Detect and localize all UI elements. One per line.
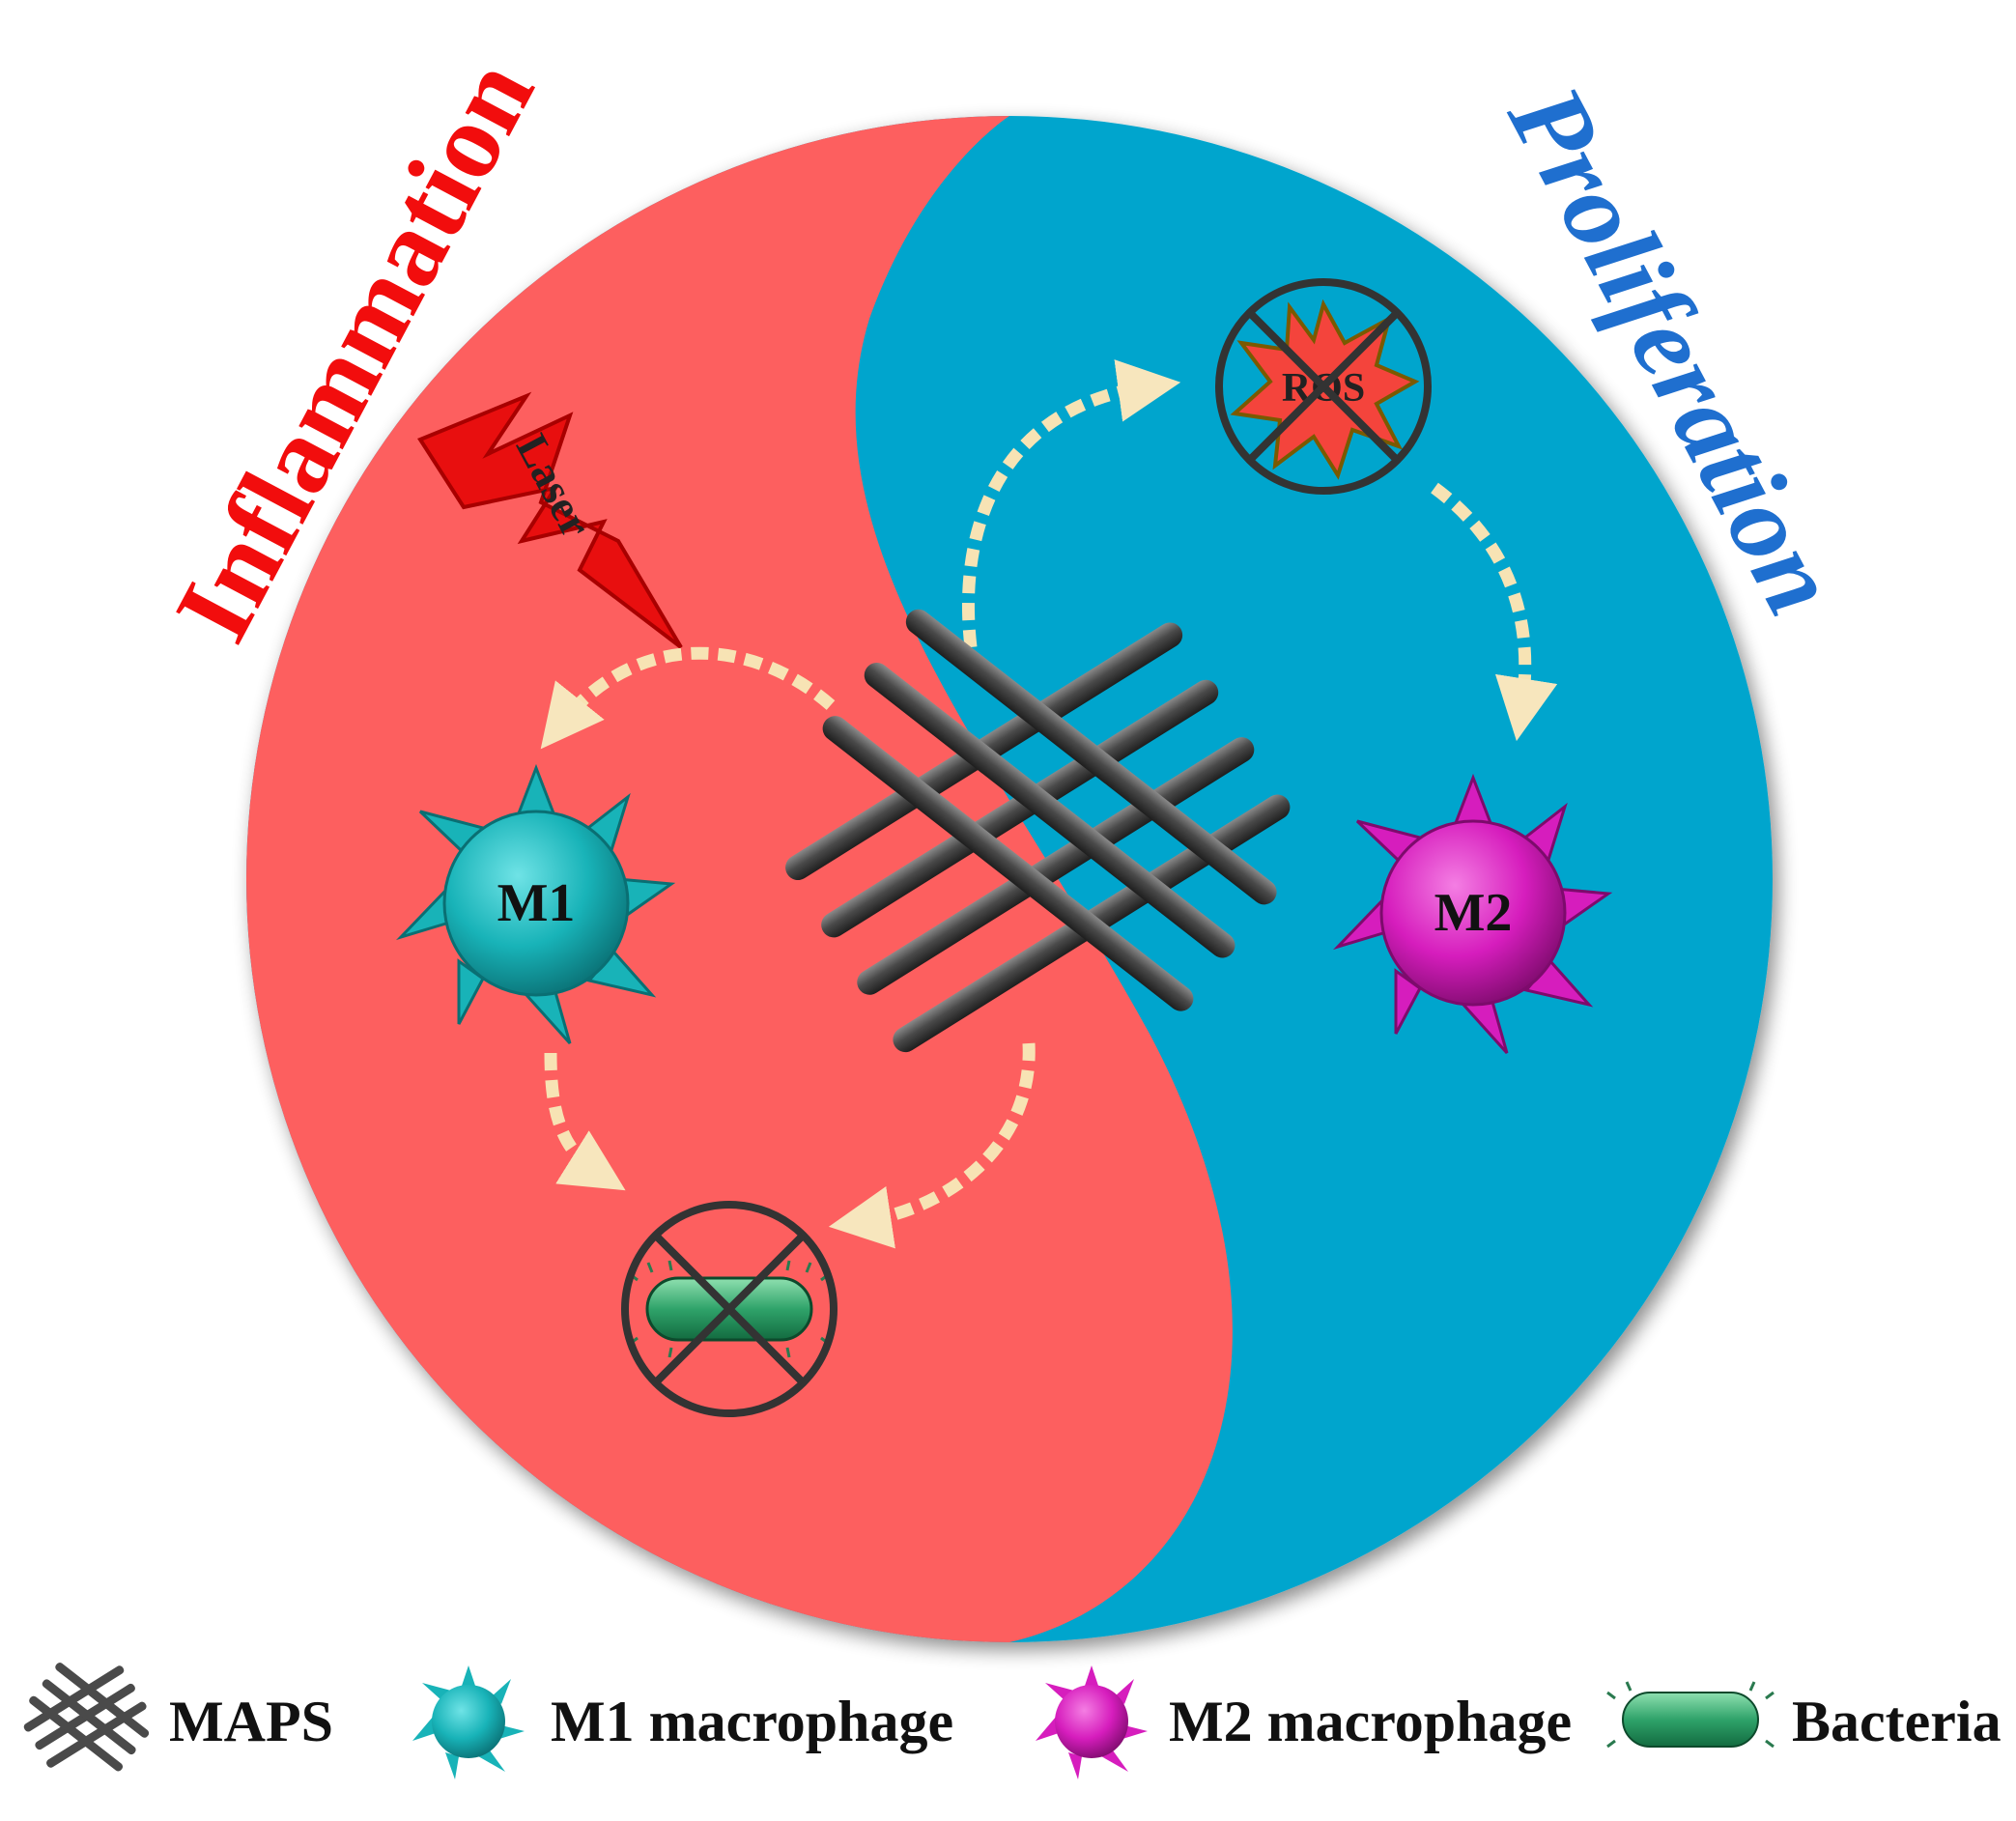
legend: MAPS M1 macrophage [23,1663,2002,1779]
flow-arrows [540,359,1558,1249]
m2-macrophage: M2 [1332,773,1613,1055]
arrow-ros-to-m2 [1431,482,1558,742]
maps-icon [23,1663,150,1772]
inhibit-circle [621,1201,838,1417]
arrow-maps-to-ros [962,359,1181,648]
ros-inhibited: ROS [1215,278,1432,495]
bacteria-icon [1606,1681,1775,1749]
arrow-to-m1 [540,646,836,750]
arrow-m1-to-bacteria [544,1052,626,1191]
legend-m2-label: M2 macrophage [1169,1690,1572,1753]
m1-icon [412,1665,525,1779]
legend-m1-item: M1 macrophage [412,1665,953,1779]
legend-maps-label: MAPS [169,1690,333,1753]
arrow-maps-to-bacteria [828,1042,1036,1249]
m1-label: M1 [497,873,576,933]
m2-icon [1036,1665,1148,1779]
bacteria-inhibited [621,1201,838,1417]
legend-bacteria-item: Bacteria [1606,1681,2002,1753]
legend-bacteria-label: Bacteria [1792,1690,2002,1753]
maps-scaffold [785,609,1291,1053]
m1-macrophage: M1 [395,763,676,1045]
legend-m1-label: M1 macrophage [551,1690,953,1753]
m2-label: M2 [1434,883,1513,943]
legend-maps-item: MAPS [23,1663,333,1772]
legend-m2-item: M2 macrophage [1036,1665,1572,1779]
inhibit-circle [1215,278,1432,495]
